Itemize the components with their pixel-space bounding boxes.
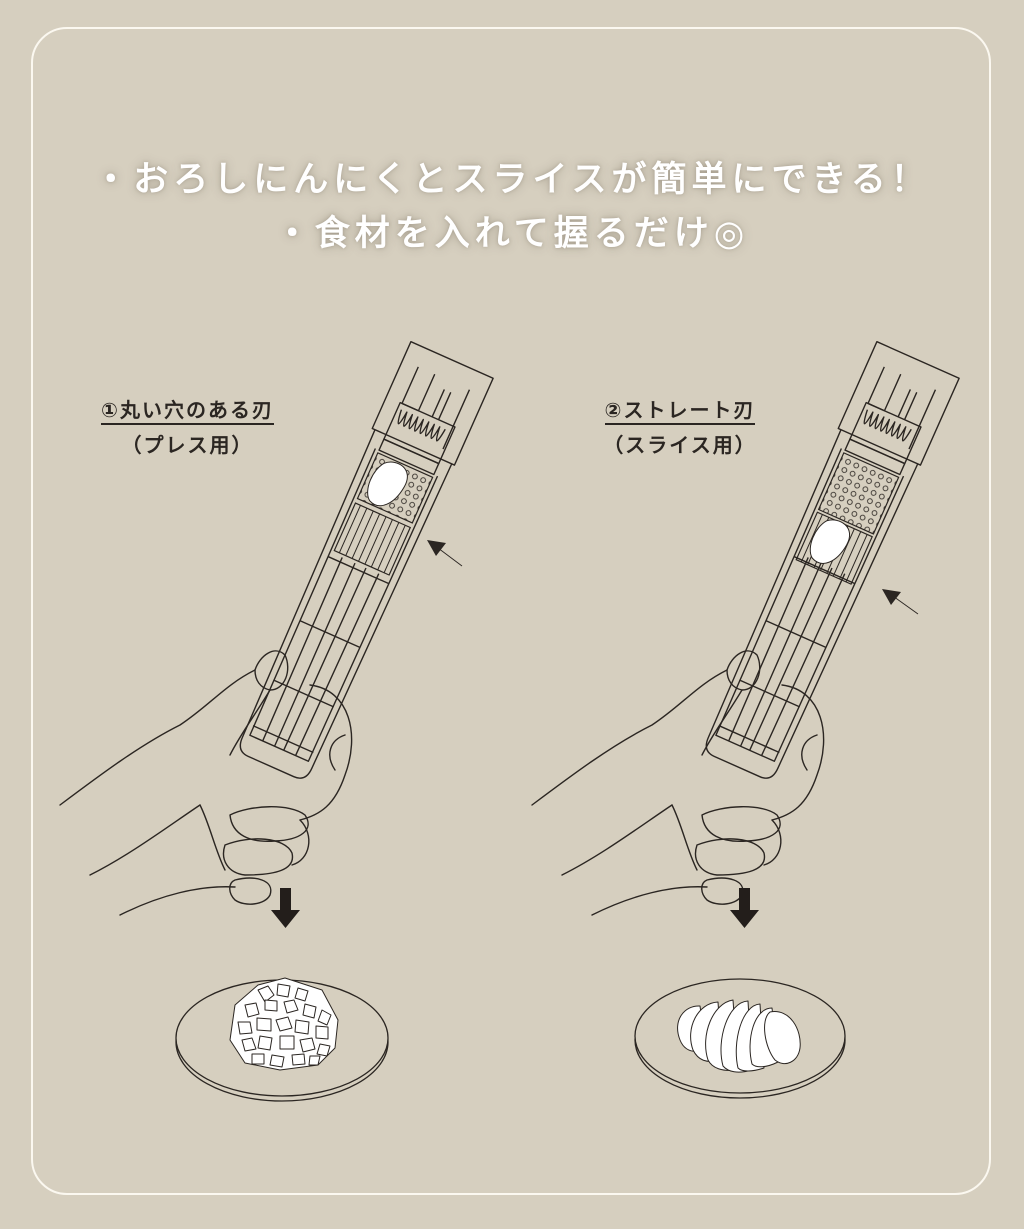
pointer-arrow-icon <box>882 589 919 615</box>
headline-line-2: ・食材を入れて握るだけ◎ <box>274 214 750 254</box>
panel-label-slice: ②ストレート刃 （スライス用） <box>560 400 800 455</box>
slice-grater-illustration <box>531 340 960 916</box>
pointer-arrow-icon <box>427 540 463 567</box>
content-frame <box>31 27 991 1195</box>
minced-garlic-plate <box>175 977 389 1102</box>
panel-subtitle-press: （プレス用） <box>121 433 254 457</box>
down-arrow-icon <box>730 888 759 928</box>
panel-subtitle-slice: （スライス用） <box>603 433 757 457</box>
down-arrow-icon <box>271 888 300 928</box>
press-grater-illustration <box>59 340 494 916</box>
panel-label-press: ①丸い穴のある刃 （プレス用） <box>60 400 315 455</box>
sliced-garlic-plate <box>634 978 846 1099</box>
headline-line-1: ・おろしにんにくとスライスが簡単にできる！ <box>93 160 931 200</box>
panel-title-slice: ②ストレート刃 <box>604 400 756 425</box>
panel-title-press: ①丸い穴のある刃 <box>101 400 274 425</box>
